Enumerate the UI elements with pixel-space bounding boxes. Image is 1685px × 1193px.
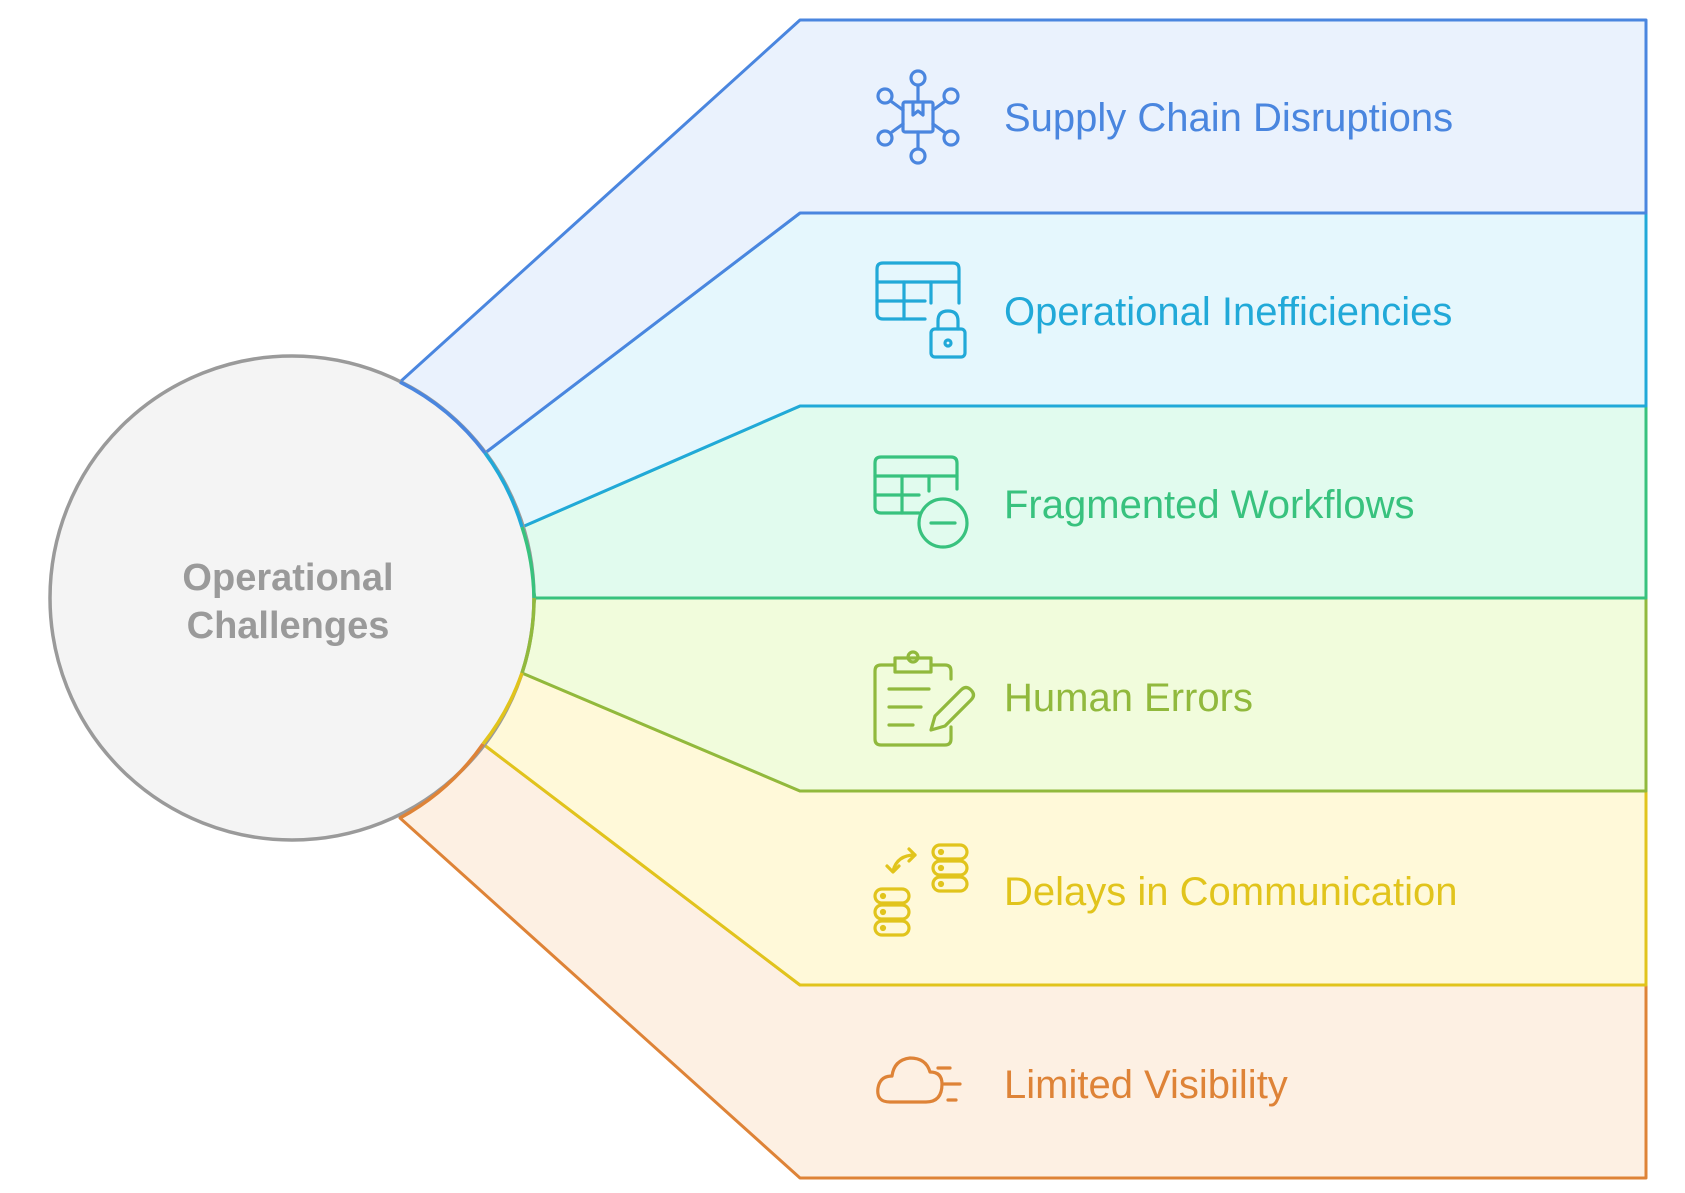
center-label-line-2: Challenges: [187, 605, 390, 647]
arc-fragmented-workflows: [520, 526, 536, 599]
label-operational-inefficiencies: Operational Inefficiencies: [1004, 290, 1452, 334]
database-transfer-icon: [873, 843, 969, 937]
arc-supply-chain-disruptions: [399, 380, 487, 455]
table-minus-icon: [873, 455, 969, 549]
label-fragmented-workflows: Fragmented Workflows: [1004, 483, 1415, 527]
clipboard-edit-icon: [873, 650, 976, 747]
arc-human-errors: [520, 597, 536, 674]
center-label-line-1: Operational: [182, 557, 393, 599]
arc-delays-in-communication: [481, 672, 524, 746]
arc-operational-inefficiencies: [483, 451, 524, 528]
arc-limited-visibility: [399, 742, 485, 820]
fog-cloud-icon: [876, 1056, 962, 1104]
supply-chain-network-icon: [876, 69, 960, 165]
label-human-errors: Human Errors: [1004, 676, 1253, 720]
label-limited-visibility: Limited Visibility: [1004, 1063, 1288, 1107]
label-supply-chain-disruptions: Supply Chain Disruptions: [1004, 96, 1453, 140]
locked-table-icon: [875, 261, 967, 359]
label-delays-in-communication: Delays in Communication: [1004, 870, 1458, 914]
